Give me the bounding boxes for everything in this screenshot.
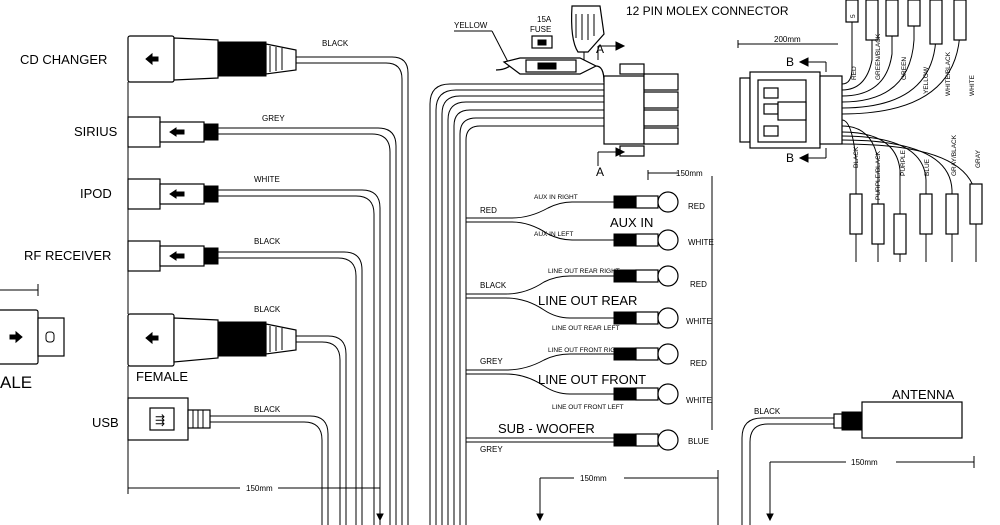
jack-color-label: RED [688,202,705,211]
arrow-left-icon [169,189,185,199]
male-label: ALE [0,373,32,392]
molex-title: 12 PIN MOLEX CONNECTOR [626,4,789,18]
female-connector: FEMALE BLACK [127,305,347,525]
line-out-rear-wire-label: BLACK [480,281,507,290]
line-out-front-right-label: LINE OUT FRONT RIGHT [548,347,624,354]
sub-woofer-wire-label: GREY [480,445,503,454]
aux-in-wire-label: RED [480,206,497,215]
jack-color-label: WHITE [688,238,714,247]
male-connector: ALE [0,284,65,392]
ipod-label: IPOD [80,186,112,201]
ipod-wire-label: WHITE [254,175,280,184]
fuse-wire-label: YELLOW [454,21,488,30]
line-out-front-title: LINE OUT FRONT [538,372,646,387]
female-label: FEMALE [136,369,188,384]
wire-label: BLUE [924,158,931,176]
jack-color-label: BLUE [688,437,709,446]
antenna-wire-label: BLACK [754,407,781,416]
line-out-front-left-label: LINE OUT FRONT LEFT [552,404,624,411]
rca-group-sub-woofer: SUB - WOOFER GREY BLUE [466,421,709,454]
line-out-rear-left-label: LINE OUT REAR LEFT [552,325,619,332]
dimension-label: 150mm [851,458,878,467]
sub-woofer-title: SUB - WOOFER [498,421,595,436]
aux-in-right-label: AUX IN RIGHT [534,194,578,201]
rf-receiver-label: RF RECEIVER [24,248,111,263]
rca-group-line-out-rear: BLACK LINE OUT REAR RIGHT LINE OUT REAR … [466,265,712,332]
wire-label: 5 [850,14,857,18]
molex-bottom-wires: BLACK PURPLE/BLACK PURPLE BLUE GRAY/BLAC… [849,134,983,255]
wire-label: GREEN/BLACK [875,33,882,80]
section-a-bottom: A [596,165,604,179]
aux-in-title: AUX IN [610,215,653,230]
wire-label: GRAY [975,149,982,168]
wire-label: GRAY/BLACK [951,134,958,176]
antenna-label: ANTENNA [892,387,954,402]
dimension-label: 150mm [246,484,273,493]
wire-label: YELLOW [923,66,930,94]
line-out-front-wire-label: GREY [480,357,503,366]
molex-receptacle: 200mm B B [737,0,977,262]
wire-label: RED [851,66,858,80]
sirius-label: SIRIUS [74,124,118,139]
wire-label: BLACK [853,146,860,168]
female-wire-label: BLACK [254,305,281,314]
main-harness [429,83,604,525]
rca-group-aux-in: RED AUX IN RIGHT AUX IN LEFT AUX IN RED … [466,191,714,251]
jack-color-label: RED [690,280,707,289]
dimension-150-top: 150mm [647,169,713,430]
dimension-150-middle: 150mm [536,470,719,525]
arrow-left-icon [169,127,185,137]
usb-wire-label: BLACK [254,405,281,414]
molex-plug: A A [596,41,679,179]
wire-label: WHITE [969,74,976,96]
section-b-bottom: B [786,151,794,165]
dimension-150-left: 150mm [128,484,384,522]
rf-receiver-wire-label: BLACK [254,237,281,246]
jack-color-label: RED [690,359,707,368]
section-b-top: B [786,55,794,69]
section-a-top: A [596,42,604,56]
rca-group-line-out-front: GREY LINE OUT FRONT RIGHT LINE OUT FRONT… [466,343,712,411]
line-out-rear-title: LINE OUT REAR [538,293,637,308]
usb-connector: USB ⇶ BLACK [92,397,329,525]
wire-label: PURPLE/BLACK [875,150,882,200]
fuse-label: FUSE [530,25,551,34]
jack-color-label: WHITE [686,396,712,405]
cd-changer-wire-label: BLACK [322,39,349,48]
usb-icon: ⇶ [155,413,165,427]
wire-label: GREEN [901,57,908,80]
arrow-left-icon [145,52,159,66]
rf-receiver-connector: RF RECEIVER BLACK [24,237,363,525]
usb-label: USB [92,415,119,430]
line-out-rear-right-label: LINE OUT REAR RIGHT [548,268,620,275]
antenna-connector: BLACK ANTENNA 150mm [741,387,975,525]
wire-label: WHITE/BLACK [945,51,952,96]
aux-in-left-label: AUX IN LEFT [534,231,573,238]
sirius-wire-label: GREY [262,114,285,123]
jack-color-label: WHITE [686,317,712,326]
wire-label: PURPLE [900,149,907,176]
fuse-holder: YELLOW 15A FUSE [454,5,605,83]
dimension-label: 150mm [676,169,703,178]
ipod-connector: IPOD WHITE [80,175,381,525]
arrow-right-icon [9,330,23,344]
dimension-label: 200mm [774,35,801,44]
cd-changer-connector: CD CHANGER BLACK [20,35,409,525]
fuse-rating: 15A [537,15,552,24]
cd-changer-label: CD CHANGER [20,52,107,67]
arrow-left-icon [169,251,185,261]
arrow-left-icon [145,331,159,345]
molex-top-wires: 5 RED GREEN/BLACK GREEN YELLOW WHITE/BLA… [845,0,976,96]
sirius-connector: SIRIUS GREY [74,114,397,525]
dimension-label: 150mm [580,474,607,483]
